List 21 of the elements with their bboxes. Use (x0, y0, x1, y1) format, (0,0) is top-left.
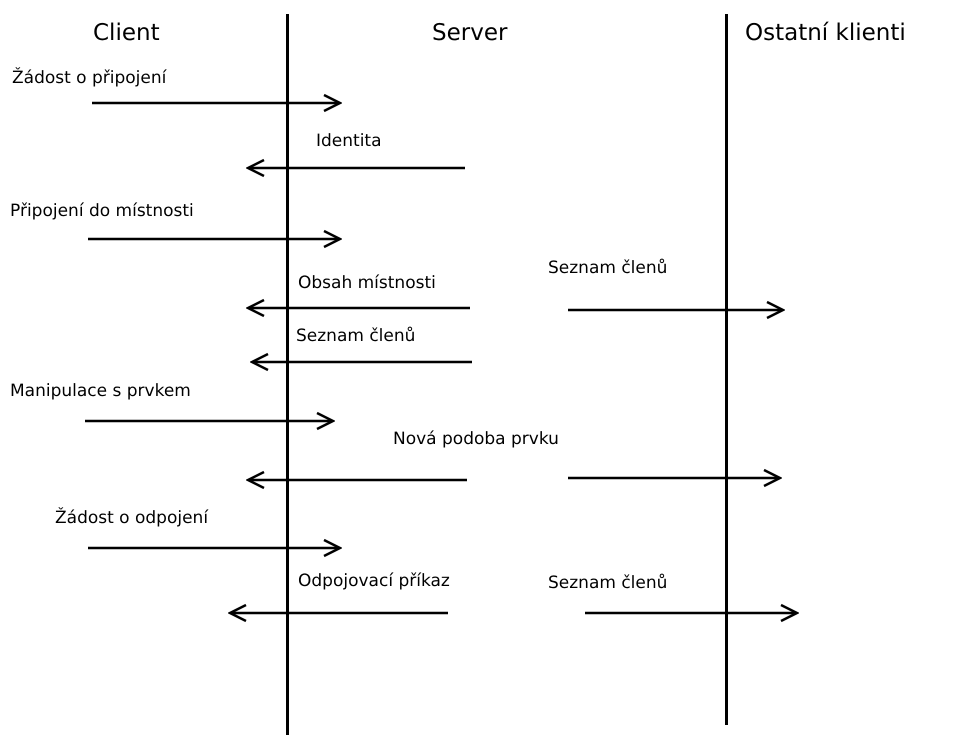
arrow (88, 538, 342, 558)
message-label: Připojení do místnosti (10, 201, 194, 222)
message-label: Žádost o připojení (12, 68, 166, 88)
arrow (568, 468, 782, 488)
message-label: Manipulace s prvkem (10, 381, 191, 402)
arrow (246, 470, 467, 490)
participant-heading: Server (432, 20, 508, 48)
arrow (92, 94, 342, 112)
arrow (246, 298, 470, 318)
message-label: Nová podoba prvku (393, 429, 559, 450)
arrow (585, 604, 798, 622)
participant-heading: Ostatní klienti (745, 20, 906, 48)
message-label: Odpojovací příkaz (298, 571, 450, 592)
arrow (246, 158, 465, 178)
arrow (85, 412, 334, 430)
arrow (228, 604, 448, 622)
arrow (568, 300, 784, 320)
arrow (250, 352, 472, 372)
arrow (88, 230, 342, 248)
message-label: Žádost o odpojení (55, 508, 208, 528)
participant-heading: Client (93, 20, 160, 48)
